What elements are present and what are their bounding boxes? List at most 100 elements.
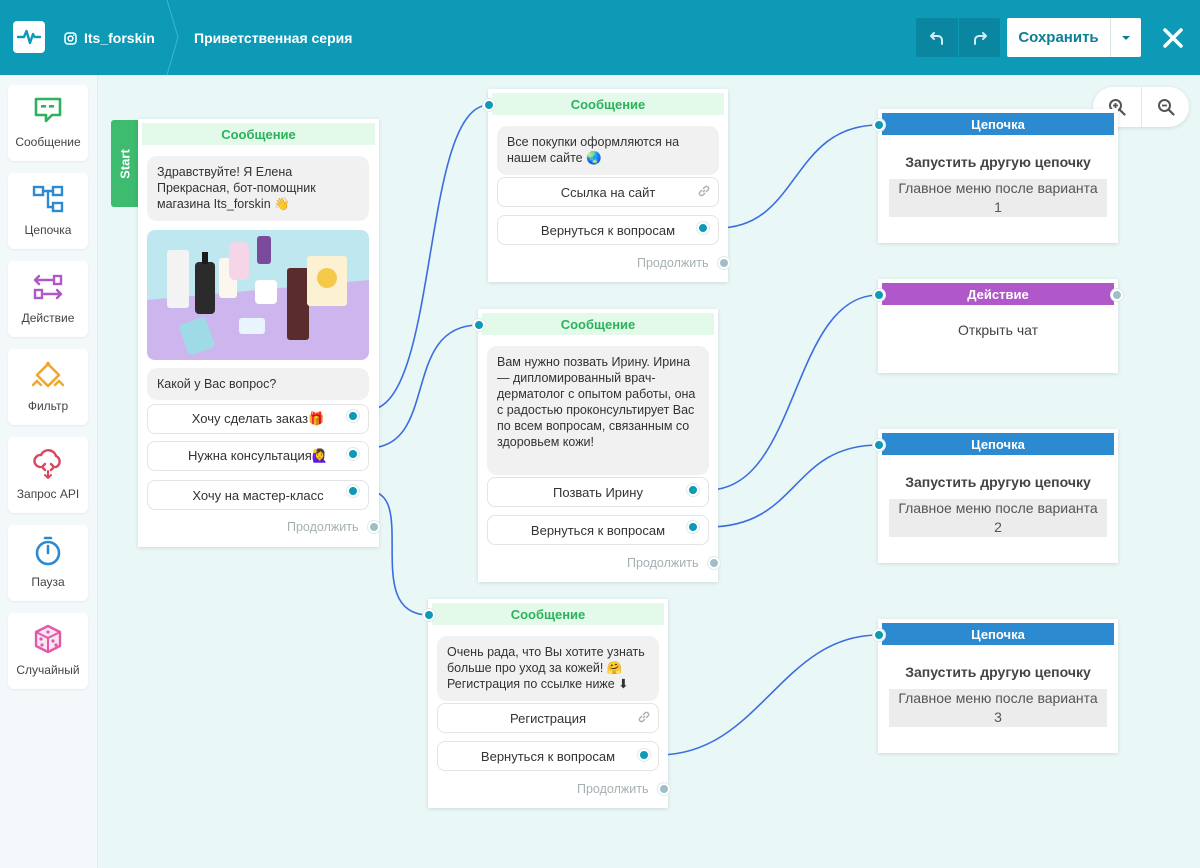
continue-port[interactable] [718,257,730,269]
button-output-port[interactable] [687,521,699,533]
start-label: Start [117,148,132,179]
redo-icon [973,31,987,45]
chain-action: Запустить другую цепочку [905,664,1091,680]
chain-node-2[interactable]: Цепочка Запустить другую цепочку Главное… [878,429,1118,563]
message-text[interactable]: Очень рада, что Вы хотите узнать больше … [437,636,659,701]
close-icon [1163,28,1183,48]
continue-label: Продолжить [637,256,709,270]
action-node-1[interactable]: Действие Открыть чат [878,279,1118,373]
input-port[interactable] [873,119,885,131]
tool-label: Действие [21,311,75,325]
button-back-to-questions[interactable]: Вернуться к вопросам [487,515,709,545]
product-photo [147,230,369,360]
undo-icon [930,31,943,45]
pause-icon [35,536,61,566]
button-back-to-questions[interactable]: Вернуться к вопросам [497,215,719,245]
series-title[interactable]: Приветственная серия [194,30,353,46]
node-title: Цепочка [882,433,1114,455]
tool-action[interactable]: Действие [8,261,88,337]
caret-down-icon [1122,35,1130,40]
wire-consult [367,324,480,449]
input-port[interactable] [423,609,435,621]
chain-node-1[interactable]: Цепочка Запустить другую цепочку Главное… [878,109,1118,243]
tool-label: Цепочка [24,223,72,237]
button-output-port[interactable] [347,410,359,422]
button-registration[interactable]: Регистрация [437,703,659,733]
input-port[interactable] [483,99,495,111]
dice-icon [34,624,62,654]
button-back-to-questions[interactable]: Вернуться к вопросам [437,741,659,771]
button-output-port[interactable] [687,484,699,496]
tool-label: Фильтр [27,399,69,413]
instagram-icon [64,31,77,45]
wire-chain3 [657,634,880,756]
wire-chain1 [717,124,880,229]
start-marker: Start [111,120,138,207]
continue-label: Продолжить [627,556,699,570]
tool-label: Сообщение [15,135,81,149]
message-icon [34,97,62,123]
input-port[interactable] [873,289,885,301]
question-text[interactable]: Какой у Вас вопрос? [147,368,369,400]
button-label: Нужна консультация🙋‍♀️ [187,448,329,463]
app-logo-icon[interactable] [13,21,45,53]
api-icon [33,449,61,479]
chain-icon [32,185,64,213]
output-port[interactable] [1111,289,1123,301]
chain-target: Главное меню после варианта 1 [889,179,1107,217]
tools-sidebar: Сообщение Цепочка Действие Фильтр Запрос… [0,75,98,868]
continue-port[interactable] [658,783,670,795]
link-icon [638,711,650,723]
continue-port[interactable] [368,521,380,533]
tool-chain[interactable]: Цепочка [8,173,88,249]
undo-button[interactable] [916,18,958,57]
tool-message[interactable]: Сообщение [8,85,88,161]
tool-pause[interactable]: Пауза [8,525,88,601]
button-output-port[interactable] [697,222,709,234]
node-title: Сообщение [492,93,724,115]
button-output-port[interactable] [638,749,650,761]
zoom-out-button[interactable] [1141,87,1189,127]
button-master-class[interactable]: Хочу на мастер-класс [147,480,369,510]
chain-action: Запустить другую цепочку [905,474,1091,490]
button-output-port[interactable] [347,448,359,460]
wire-action1 [707,294,880,491]
continue-label: Продолжить [287,520,359,534]
message-text[interactable]: Все покупки оформляются на нашем сайте 🌏 [497,126,719,175]
save-options-button[interactable] [1110,18,1141,57]
node-title: Цепочка [882,623,1114,645]
button-label: Вернуться к вопросам [480,748,616,764]
button-output-port[interactable] [347,485,359,497]
chain-target: Главное меню после варианта 2 [889,499,1107,537]
account-link[interactable]: Its_forskin [64,30,155,46]
account-name: Its_forskin [84,30,155,46]
redo-button[interactable] [958,18,1000,57]
save-button[interactable]: Сохранить [1007,18,1110,57]
node-title: Сообщение [142,123,375,145]
input-port[interactable] [473,319,485,331]
message-text[interactable]: Вам нужно позвать Ирину. Ирина — дипломи… [487,346,709,475]
button-site-link[interactable]: Ссылка на сайт [497,177,719,207]
message-text[interactable]: Здравствуйте! Я Елена Прекрасная, бот-по… [147,156,369,221]
button-label: Хочу на мастер-класс [192,487,324,503]
wire-order [367,104,490,411]
button-label: Ссылка на сайт [560,184,656,200]
input-port[interactable] [873,629,885,641]
input-port[interactable] [873,439,885,451]
breadcrumb-separator [166,0,179,75]
close-button[interactable] [1158,23,1188,53]
continue-port[interactable] [708,557,720,569]
button-consultation[interactable]: Нужна консультация🙋‍♀️ [147,441,369,471]
button-call-irina[interactable]: Позвать Ирину [487,477,709,507]
button-label: Вернуться к вопросам [530,522,666,538]
tool-label: Пауза [31,575,65,589]
node-title: Сообщение [482,313,714,335]
tool-random[interactable]: Случайный [8,613,88,689]
button-order[interactable]: Хочу сделать заказ🎁 [147,404,369,434]
chain-action: Запустить другую цепочку [905,154,1091,170]
chain-node-3[interactable]: Цепочка Запустить другую цепочку Главное… [878,619,1118,753]
link-icon [698,185,710,197]
tool-api-request[interactable]: Запрос API [8,437,88,513]
tool-filter[interactable]: Фильтр [8,349,88,425]
continue-label: Продолжить [577,782,649,796]
